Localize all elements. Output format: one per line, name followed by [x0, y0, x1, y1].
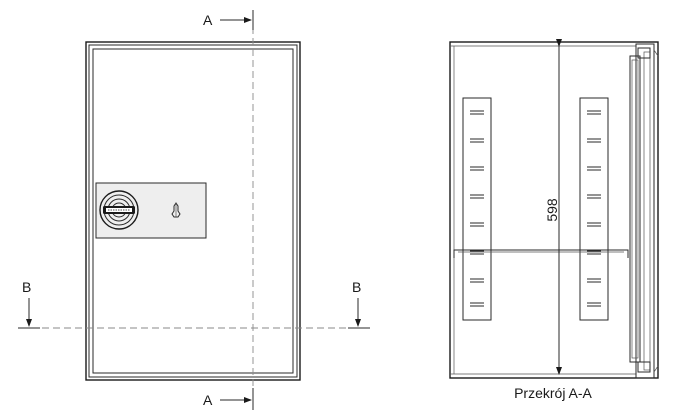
cabinet-outer-frame [85, 41, 301, 381]
mounting-rail-right [579, 97, 609, 321]
keyhole-icon [171, 202, 181, 218]
door-panel [92, 48, 294, 374]
section-mark-b-left: B [22, 279, 31, 295]
din-rail [453, 249, 629, 258]
front-view: A A B B [18, 10, 370, 410]
section-body-outline [449, 41, 659, 379]
rotary-knob-icon [99, 190, 139, 230]
section-view: 598 Przekrój A-A [449, 39, 659, 401]
mounting-rail-left [462, 97, 492, 321]
section-caption: Przekrój A-A [514, 385, 592, 401]
door-profile [629, 43, 659, 379]
cabinet-frame-inner-line [88, 44, 298, 378]
section-mark-a-top: A [203, 12, 213, 28]
section-mark-a-bottom: A [203, 392, 213, 408]
dimension-598-label: 598 [544, 198, 560, 222]
section-mark-b-right: B [352, 279, 361, 295]
